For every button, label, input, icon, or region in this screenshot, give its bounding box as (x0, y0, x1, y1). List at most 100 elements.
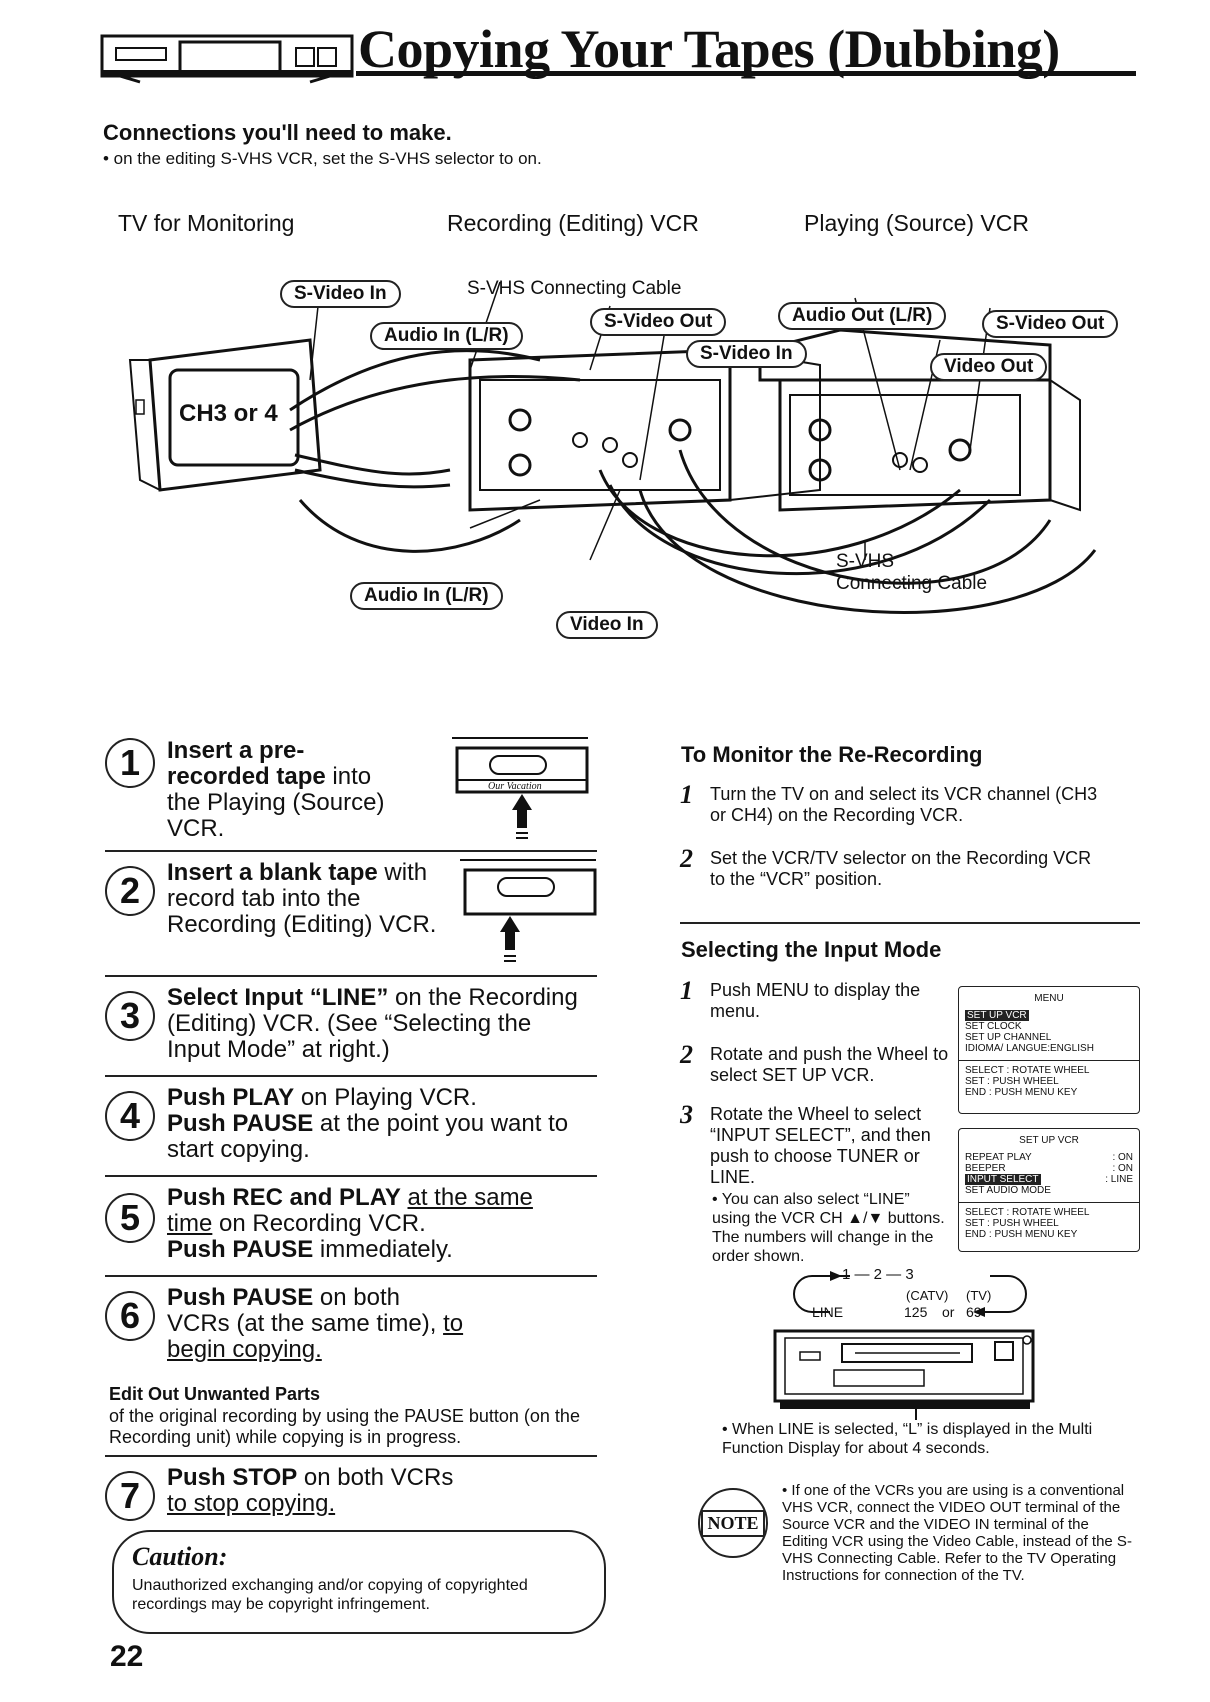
audio-in-recording-label: Audio In (L/R) (350, 582, 503, 610)
input-mode-step-number: 3 (680, 1100, 693, 1129)
step-text: on Playing VCR. (294, 1084, 477, 1111)
audio-in-tv-label: Audio In (L/R) (370, 322, 523, 350)
monitor-step-text: Turn the TV on and select its VCR channe… (710, 784, 1098, 825)
title-rule (356, 71, 1136, 76)
cables (289, 349, 1097, 614)
step-bold-text: Select Input “LINE” (167, 984, 389, 1011)
step-text: on both VCRs (at the same time), (167, 1284, 444, 1337)
menu-item: SET UP CHANNEL (965, 1032, 1052, 1043)
step-text: on the Recording (Editing) VCR. (See “Se… (167, 984, 578, 1063)
tv-screen-text: CH3 or 4 (179, 400, 278, 427)
recording-vcr-drawing (468, 348, 821, 512)
sequence-catv: (CATV) (906, 1288, 949, 1303)
sequence-top: 1 — 2 — 3 (842, 1266, 914, 1283)
monitor-heading: To Monitor the Re-Recording (681, 742, 983, 767)
caution-text: Unauthorized exchanging and/or copying o… (132, 1577, 528, 1613)
step-divider (105, 975, 597, 977)
connections-heading: Connections you'll need to make. (103, 120, 452, 145)
menu-footer-line: SELECT : ROTATE WHEEL (965, 1065, 1090, 1076)
step-1: 1 Insert a pre-recorded tape into the Pl… (105, 738, 595, 842)
step-bold-text-2: Push PAUSE (167, 1110, 314, 1137)
vcr-header-icon (100, 34, 354, 84)
input-mode-step-number: 1 (680, 976, 693, 1005)
step-divider (105, 1455, 597, 1457)
video-in-recording-label: Video In (556, 611, 658, 639)
tv-label: TV for Monitoring (118, 210, 295, 236)
svideo-in-recording-label: S-Video In (686, 340, 807, 368)
monitor-step-number: 2 (680, 844, 693, 873)
note-badge-icon: NOTE (698, 1488, 768, 1558)
step-number: 4 (105, 1091, 155, 1141)
input-mode-step-text: Rotate the Wheel to select “INPUT SELECT… (710, 1104, 931, 1187)
tv-drawing (128, 338, 322, 492)
sequence-tv: (TV) (966, 1288, 992, 1303)
menu-item: IDIOMA/ LANGUE:ENGLISH (965, 1043, 1094, 1054)
channel-sequence-loop (793, 1271, 1027, 1317)
cassette-label-text: Our Vacation (488, 781, 542, 792)
page-title: Copying Your Tapes (Dubbing) (358, 19, 1060, 79)
menu-row-label-highlighted: INPUT SELECT (965, 1174, 1041, 1185)
step-divider (105, 1275, 597, 1277)
step-4: 4 Push PLAY on Playing VCR. Push PAUSE a… (105, 1085, 595, 1175)
menu-row-value: : ON (1112, 1163, 1133, 1174)
step-7: 7 Push STOP on both VCRs to stop copying… (105, 1465, 595, 1525)
svhs-cable-bottom-label-2: Connecting Cable (836, 573, 988, 594)
edit-out-heading: Edit Out Unwanted Parts (109, 1384, 321, 1404)
menu-row-label: SET AUDIO MODE (965, 1185, 1051, 1196)
svideo-out-playing-label: S-Video Out (982, 310, 1119, 338)
monitor-step-text: Set the VCR/TV selector on the Recording… (710, 848, 1092, 889)
step-number: 1 (105, 738, 155, 788)
step-divider (105, 1075, 597, 1077)
menu-row-label: BEEPER (965, 1163, 1006, 1174)
svhs-cable-bottom-label-1: S-VHS (836, 551, 895, 572)
video-out-playing-label: Video Out (930, 353, 1048, 381)
recording-vcr-label: Recording (Editing) VCR (447, 210, 699, 236)
step-bold-text: Push STOP (167, 1464, 298, 1491)
step-text: with record tab into the Recording (Edit… (167, 859, 437, 938)
playing-vcr-label: Playing (Source) VCR (804, 210, 1029, 236)
menu-title: MENU (1034, 993, 1064, 1004)
cassette-insert-icon (452, 737, 589, 839)
sequence-69: 69 (966, 1304, 982, 1320)
input-mode-step-text: Rotate and push the Wheel to select SET … (710, 1044, 949, 1085)
note-text: • If one of the VCRs you are using is a … (782, 1482, 1132, 1584)
sequence-125: 125 (904, 1304, 928, 1320)
menu-item-highlighted: SET UP VCR (965, 1010, 1029, 1021)
svideo-in-tv-label: S-Video In (280, 280, 401, 308)
menu-title: SET UP VCR (1019, 1135, 1079, 1146)
input-mode-heading: Selecting the Input Mode (681, 937, 942, 962)
input-mode-step-number: 2 (680, 1040, 693, 1069)
step-bold-text: Push PLAY (167, 1084, 295, 1111)
step-bold-text: Insert a blank tape (167, 859, 378, 886)
step-bold-text: Push REC and PLAY (167, 1184, 401, 1211)
menu-row-value: : LINE (1105, 1174, 1133, 1185)
step-text: into the Playing (Source) VCR. (167, 763, 385, 842)
vcr-front-icon (773, 1329, 1035, 1420)
menu-row-value: : ON (1112, 1152, 1133, 1163)
menu-footer-line: END : PUSH MENU KEY (965, 1229, 1078, 1240)
edit-out-text: of the original recording by using the P… (109, 1406, 580, 1447)
line-selected-note: • When LINE is selected, “L” is displaye… (722, 1421, 1093, 1457)
menu-footer-line: SELECT : ROTATE WHEEL (965, 1207, 1090, 1218)
step-2: 2 Insert a blank tape with record tab in… (105, 860, 595, 970)
step-number: 2 (105, 866, 155, 916)
menu-footer-line: END : PUSH MENU KEY (965, 1087, 1078, 1098)
menu-footer-line: SET : PUSH WHEEL (965, 1218, 1059, 1229)
menu-item: SET CLOCK (965, 1021, 1022, 1032)
step-underlined-text: to stop copying. (167, 1490, 336, 1517)
sequence-or: or (942, 1304, 955, 1320)
note-badge-text: NOTE (701, 1509, 765, 1537)
svideo-out-recording-label: S-Video Out (590, 308, 727, 336)
sequence-line: LINE (812, 1304, 844, 1320)
step-text-2: immediately. (313, 1236, 453, 1263)
cassette-insert-icon-2 (460, 859, 597, 962)
step-underlined-text: to begin copying. (167, 1310, 464, 1363)
monitor-step-number: 1 (680, 780, 693, 809)
step-number: 6 (105, 1291, 155, 1341)
step-bold-text-2: Push PAUSE (167, 1236, 314, 1263)
step-number: 7 (105, 1471, 155, 1521)
step-divider (105, 850, 597, 852)
audio-out-playing-label: Audio Out (L/R) (778, 302, 947, 330)
caution-box: Caution: Unauthorized exchanging and/or … (112, 1530, 606, 1634)
step-underlined-text: at the same time (167, 1184, 533, 1237)
